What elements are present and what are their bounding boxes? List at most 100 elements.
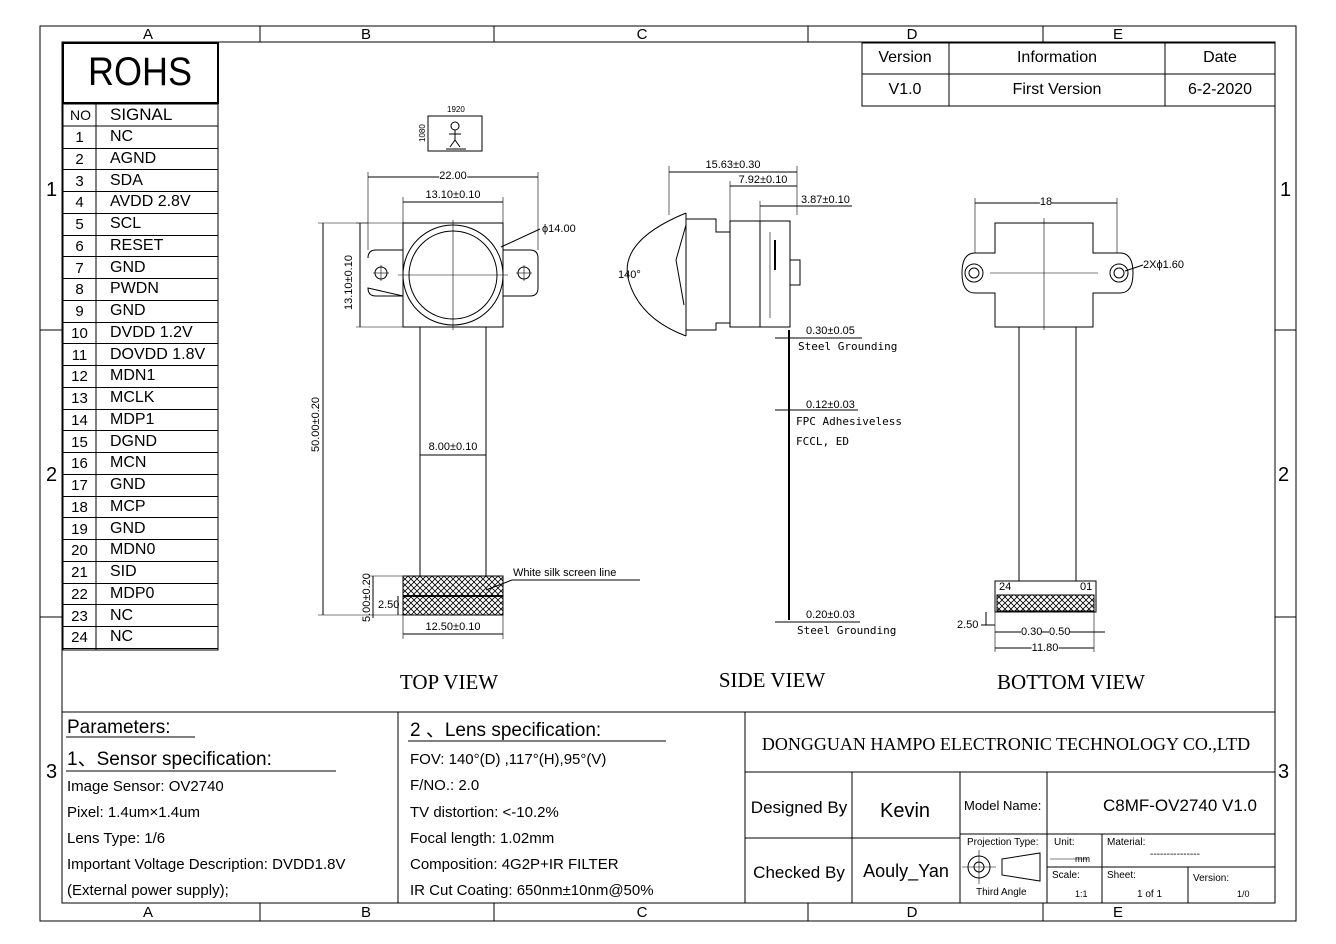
pin-signal: MDP1 bbox=[110, 410, 155, 428]
checked-by-label: Checked By bbox=[753, 863, 845, 882]
pin-number: 12 bbox=[71, 368, 88, 386]
pin-number: 16 bbox=[71, 455, 88, 473]
top-view-title: TOP VIEW bbox=[399, 670, 499, 694]
pin-signal: GND bbox=[110, 258, 146, 276]
version-value: 1/0 bbox=[1237, 889, 1250, 899]
col-label-a-top: A bbox=[142, 26, 154, 43]
pin-number: 19 bbox=[71, 520, 88, 538]
col-label-b-top: B bbox=[360, 26, 372, 43]
pin-signal: DOVDD 1.8V bbox=[110, 345, 206, 363]
side-dim-pcb: 3.87±0.10 bbox=[801, 194, 850, 206]
pin-signal: MDN0 bbox=[110, 541, 156, 559]
col-label-d-top: D bbox=[906, 26, 918, 43]
pin-signal: MCP bbox=[110, 497, 146, 515]
side-fpc-dim: 0.12±0.03 bbox=[806, 399, 855, 411]
param-lens-type: Lens Type: 1/6 bbox=[67, 830, 166, 847]
col-label-c-top: C bbox=[636, 26, 648, 43]
param-pixel: Pixel: 1.4um×1.4um bbox=[67, 804, 200, 821]
bottom-pin-last: 01 bbox=[1080, 581, 1093, 593]
side-steel-top-dim: 0.30±0.05 bbox=[806, 325, 855, 337]
bottom-dim-height: 2.50 bbox=[957, 619, 979, 631]
revision-date: 6-2-2020 bbox=[1187, 81, 1253, 98]
revision-version: V1.0 bbox=[888, 81, 922, 98]
revision-header-information: Information bbox=[1016, 49, 1098, 66]
pin-number: 4 bbox=[75, 194, 84, 212]
pin-table-frame bbox=[62, 103, 219, 651]
pin-number: 14 bbox=[71, 411, 88, 429]
sensor-spec-heading: 1、Sensor specification: bbox=[67, 749, 272, 770]
pin-number: 18 bbox=[71, 498, 88, 516]
parameters-heading: Parameters: bbox=[67, 717, 171, 738]
rohs-box bbox=[62, 42, 219, 104]
side-view-title: SIDE VIEW bbox=[718, 668, 826, 692]
pin-number: 21 bbox=[71, 564, 88, 581]
unit-label: Unit: bbox=[1054, 837, 1075, 848]
pin-signal: SCL bbox=[110, 215, 142, 232]
pin-signal: GND bbox=[110, 302, 146, 319]
param-composition: Composition: 4G2P+IR FILTER bbox=[410, 856, 619, 873]
col-label-e-bottom: E bbox=[1112, 904, 1124, 921]
pin-number: 2 bbox=[75, 150, 84, 168]
bottom-dim-pitch-a: 0.30 bbox=[1021, 626, 1043, 638]
pin-number: 1 bbox=[75, 129, 84, 146]
param-fov: FOV: 140°(D) ,117°(H),95°(V) bbox=[410, 751, 607, 768]
top-dim-diameter: ϕ14.00 bbox=[542, 223, 576, 235]
top-dim-stiffener-width: 12.50±0.10 bbox=[425, 621, 481, 633]
bottom-dim-width: 18 bbox=[1039, 196, 1053, 208]
pin-table-header-signal: SIGNAL bbox=[110, 105, 173, 124]
pin-signal: MCN bbox=[110, 454, 147, 472]
top-dim-stiffener-height: 2.50 bbox=[378, 599, 400, 611]
pin-number: 17 bbox=[71, 477, 88, 494]
pin-row: 24 NC bbox=[63, 626, 218, 649]
param-supply: (External power supply); bbox=[67, 882, 229, 899]
sheet-value: 1 of 1 bbox=[1137, 889, 1163, 900]
designed-by-name: Kevin bbox=[879, 800, 931, 822]
orientation-height: 1080 bbox=[418, 124, 427, 142]
designed-by-label: Designed By bbox=[750, 798, 848, 817]
side-fpc-label-2: FCCL, ED bbox=[796, 435, 849, 448]
row-label-1-right: 1 bbox=[1280, 179, 1292, 201]
revision-header-date: Date bbox=[1203, 49, 1237, 66]
pin-row: 9 GND bbox=[63, 300, 218, 323]
bottom-view-linework bbox=[961, 198, 1144, 652]
material-label: Material: bbox=[1107, 837, 1146, 848]
pin-signal: MDN1 bbox=[110, 367, 156, 385]
top-silk-screen-note: White silk screen line bbox=[513, 567, 617, 579]
bottom-dim-pitch-b: 0.50 bbox=[1049, 626, 1071, 638]
top-dim-fpc-width: 8.00±0.10 bbox=[428, 441, 478, 453]
top-dim-lens: 13.10±0.10 bbox=[425, 189, 481, 201]
revision-header-version: Version bbox=[878, 49, 932, 66]
pin-number: 9 bbox=[75, 303, 84, 320]
checked-by-name: Aouly_Yan bbox=[863, 861, 949, 881]
pin-number: 23 bbox=[71, 607, 88, 625]
pin-number: 24 bbox=[71, 629, 88, 647]
pin-signal: GND bbox=[110, 476, 146, 493]
projection-type-label: Projection Type: bbox=[967, 837, 1039, 848]
version-label: Version: bbox=[1193, 873, 1230, 884]
lens-spec-heading: 2 、Lens specification: bbox=[410, 720, 602, 741]
pin-number: 3 bbox=[75, 172, 84, 190]
pin-number: 11 bbox=[71, 346, 88, 364]
pin-number: 5 bbox=[75, 216, 84, 233]
side-dim-body: 7.92±0.10 bbox=[738, 174, 788, 186]
row-label-3-left: 3 bbox=[46, 761, 58, 783]
pin-signal: SDA bbox=[110, 171, 143, 189]
pin-signal: NC bbox=[110, 628, 134, 646]
pin-signal: MDP0 bbox=[110, 584, 155, 602]
pin-row: 5 SCL bbox=[63, 213, 218, 236]
param-image-sensor: Image Sensor: OV2740 bbox=[67, 778, 224, 795]
side-steel-bottom-label: Steel Grounding bbox=[797, 624, 897, 637]
unit-value: mm bbox=[1075, 854, 1090, 864]
pin-row: 17 GND bbox=[63, 474, 218, 497]
side-steel-bottom-dim: 0.20±0.03 bbox=[806, 609, 855, 621]
